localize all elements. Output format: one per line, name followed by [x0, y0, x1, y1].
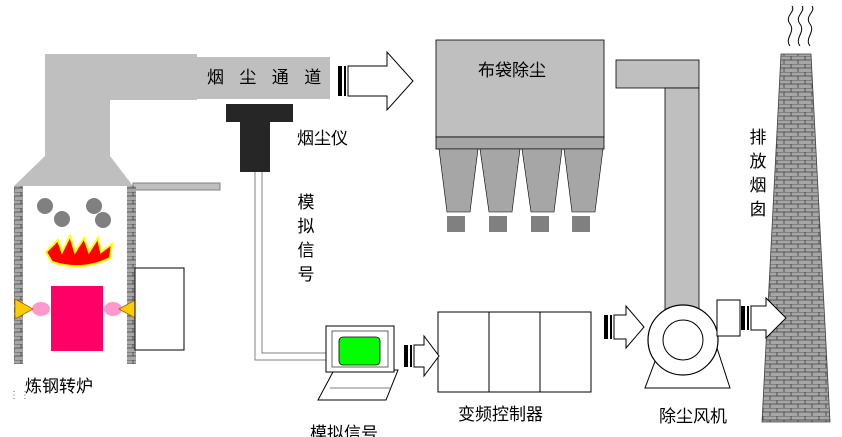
dust-meter-label: 烟尘仪 [297, 129, 348, 149]
vfd-controller-label: 变频控制器 [458, 405, 543, 425]
chimney-label: 排放烟囱 [749, 128, 767, 220]
flow-arrow-icon [404, 334, 440, 378]
converter [14, 186, 185, 364]
flow-arrow-icon [604, 304, 645, 350]
bag-filter [435, 39, 605, 232]
converter-vessel [51, 286, 103, 351]
dust-particle-icon [86, 198, 102, 214]
flue-duct-label: 烟 尘 通 道 [207, 68, 327, 88]
chimney [761, 5, 831, 423]
vfd-controller [437, 311, 592, 393]
analog-signal-vertical-label: 模拟信号 [297, 193, 315, 285]
analog-signal-bottom-label: 模拟信号 [310, 424, 378, 437]
flame-icon [44, 233, 114, 268]
converter-label: 炼钢转炉 [25, 377, 93, 397]
dust-particle-icon [37, 198, 53, 214]
bag-filter-label: 布袋除尘 [478, 61, 546, 81]
signal-line [254, 172, 330, 361]
fan-icon [644, 299, 741, 389]
drag-handle-icon: ⋮⋮ [9, 390, 31, 401]
smoke-wisp-icon [787, 5, 814, 47]
fan-duct [615, 59, 700, 329]
flow-arrow-icon [741, 296, 787, 340]
dust-particle-icon [54, 211, 70, 227]
computer-monitor-icon [317, 325, 399, 401]
dust-fan-label: 除尘风机 [659, 407, 727, 427]
dust-meter [226, 104, 293, 172]
flow-arrow-icon [338, 50, 414, 112]
dust-particle-icon [95, 212, 111, 228]
